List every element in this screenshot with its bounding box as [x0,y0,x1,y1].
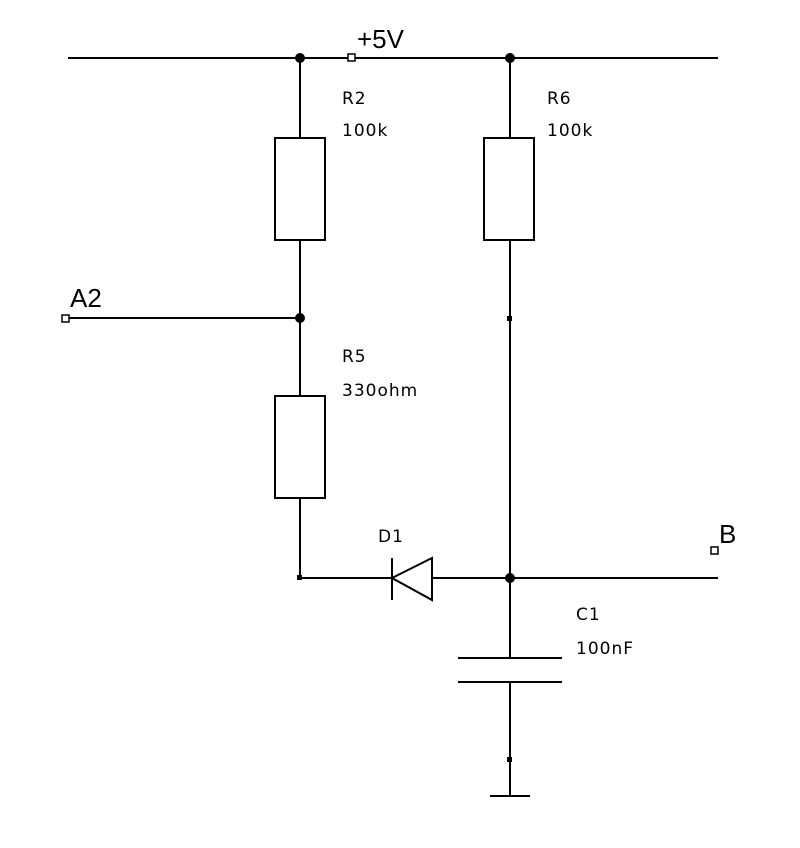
supply-pin[interactable] [347,53,356,62]
output-label: B [719,519,736,549]
r2-resistor[interactable] [274,137,326,241]
input-pin[interactable] [61,314,70,323]
r5-value-label: 330ohm [342,381,418,401]
r5-ref-label: R5 [342,347,367,367]
r6-value-label: 100k [547,121,593,141]
grid-point-r5 [297,575,302,580]
r2-ref-label: R2 [342,89,367,109]
c1-ref-label: C1 [576,605,601,625]
junction-dot-r2-supply [295,53,305,63]
r2-value-label: 100k [342,121,388,141]
junction-dot-r6-supply [505,53,515,63]
d1-diode[interactable] [389,556,433,602]
input-label: A2 [70,283,102,313]
supply-label: +5V [357,24,405,54]
grid-point-c1 [507,757,512,762]
grid-point-r6 [507,316,512,321]
c1-value-label: 100nF [576,639,634,659]
output-pin[interactable] [710,546,719,555]
r6-resistor[interactable] [483,137,535,241]
r5-resistor[interactable] [274,395,326,499]
d1-ref-label: D1 [378,527,404,547]
junction-dot-output [505,573,515,583]
r6-ref-label: R6 [547,89,572,109]
junction-dot-a2 [295,313,305,323]
